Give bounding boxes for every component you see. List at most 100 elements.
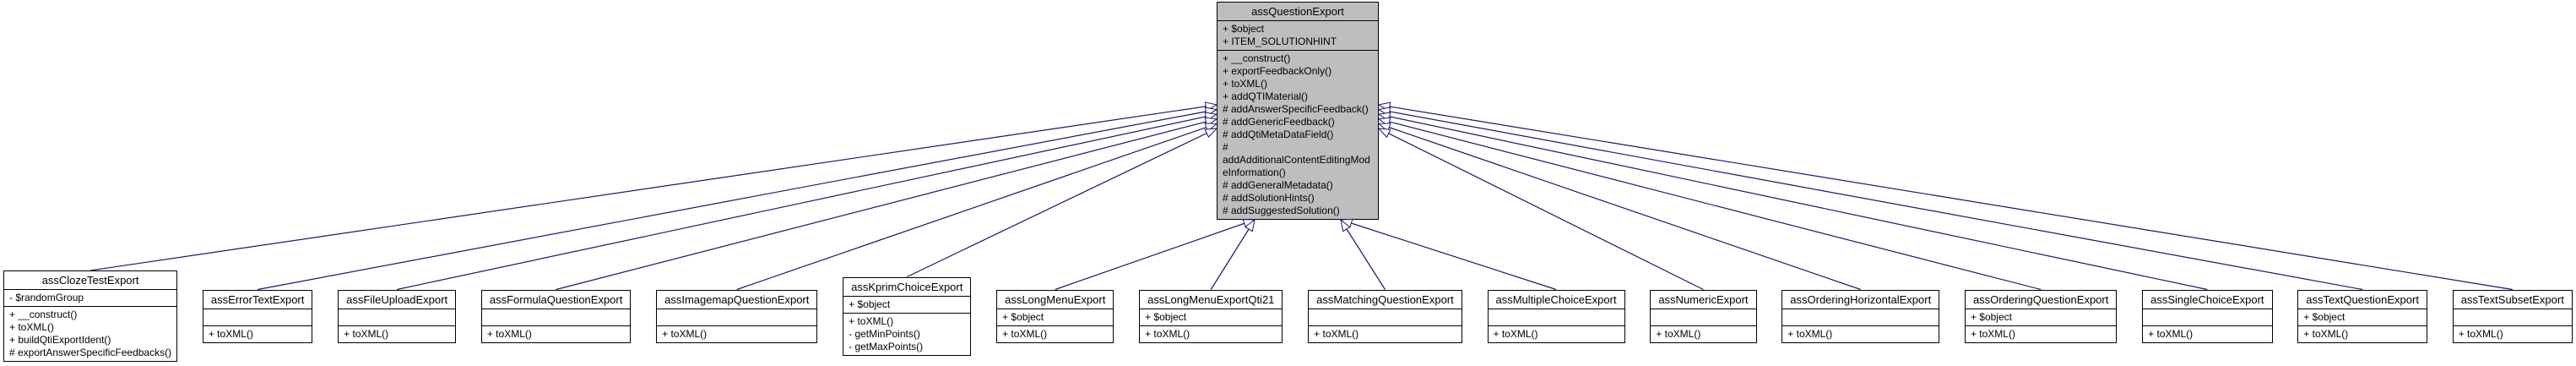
subclass-box-assKprimChoiceExport[interactable]: assKprimChoiceExport + $object + toXML()… (843, 276, 972, 356)
subclass-box-assMultipleChoiceExport[interactable]: assMultipleChoiceExport + toXML() (1487, 289, 1625, 343)
subclass-methods: + toXML()- getMinPoints()- getMaxPoints(… (843, 312, 971, 355)
class-method: + toXML() (1145, 327, 1190, 340)
subclass-attributes: + $object (1140, 308, 1283, 325)
subclass-methods: + toXML() (2453, 325, 2572, 342)
inheritance-edge (556, 117, 1218, 291)
subclass-title[interactable]: assMatchingQuestionExport (1316, 292, 1454, 306)
class-method: + toXML() (849, 314, 894, 327)
class-method: + addQTIMaterial() (1223, 90, 1309, 102)
subclass-row: assClozeTestExport - $randomGroup + __co… (3, 270, 2573, 362)
subclass-box-assOrderingHorizontalExport[interactable]: assOrderingHorizontalExport + toXML() (1782, 289, 1940, 343)
subclass-attributes (2143, 308, 2272, 325)
inheritance-edge (1377, 128, 1704, 291)
subclass-box-assFileUploadExport[interactable]: assFileUploadExport + toXML() (338, 289, 457, 343)
class-attribute: + $object (1223, 23, 1265, 35)
class-method: + toXML() (208, 327, 253, 340)
subclass-title[interactable]: assLongMenuExportQti21 (1147, 292, 1275, 306)
class-attribute: + $object (1970, 310, 2012, 323)
subclass-box-assTextSubsetExport[interactable]: assTextSubsetExport + toXML() (2452, 289, 2573, 343)
inheritance-edge (258, 107, 1218, 291)
subclass-title[interactable]: assFormulaQuestionExport (489, 292, 623, 306)
class-method: # addSolutionHints() (1223, 192, 1315, 204)
class-attribute: - $randomGroup (9, 292, 84, 303)
subclass-methods: + toXML() (1965, 325, 2117, 342)
base-class-attributes: + $object+ ITEM_SOLUTIONHINT (1217, 20, 1378, 50)
inheritance-edge (1377, 101, 2513, 291)
class-method: + buildQtiExportIdent() (9, 334, 111, 346)
subclass-methods: + toXML() (657, 325, 817, 342)
subclass-attributes (203, 308, 312, 325)
subclass-title[interactable]: assImagemapQuestionExport (664, 292, 810, 306)
subclass-title[interactable]: assKprimChoiceExport (851, 280, 963, 293)
inheritance-edge (1377, 123, 1861, 291)
subclass-box-assOrderingQuestionExport[interactable]: assOrderingQuestionExport + $object + to… (1964, 289, 2118, 343)
subclass-methods: + toXML() (997, 325, 1114, 342)
base-class-box: assQuestionExport + $object+ ITEM_SOLUTI… (1217, 2, 1379, 220)
class-method: + toXML() (1787, 327, 1833, 340)
subclass-title[interactable]: assTextSubsetExport (2460, 292, 2564, 306)
subclass-box-assTextQuestionExport[interactable]: assTextQuestionExport + $object + toXML(… (2297, 289, 2427, 343)
class-method: + toXML() (1314, 327, 1359, 340)
subclass-methods: + toXML() (2298, 325, 2427, 342)
class-method: + toXML() (1002, 327, 1048, 340)
subclass-box-assFormulaQuestionExport[interactable]: assFormulaQuestionExport + toXML() (480, 289, 632, 343)
subclass-title[interactable]: assOrderingQuestionExport (1972, 292, 2109, 306)
class-method: + toXML() (1970, 327, 2015, 340)
subclass-attributes: + $object (843, 295, 971, 313)
subclass-attributes (1488, 308, 1624, 325)
class-method: + toXML() (1493, 327, 1538, 340)
class-method: + toXML() (662, 327, 708, 340)
class-attribute: + ITEM_SOLUTIONHINT (1223, 36, 1337, 47)
class-attribute: + $object (849, 298, 891, 310)
class-attribute: + $object (1002, 310, 1044, 323)
subclass-attributes (481, 308, 631, 325)
subclass-box-assNumericExport[interactable]: assNumericExport + toXML() (1650, 289, 1757, 343)
inheritance-edge (906, 128, 1218, 278)
class-method: + __construct() (9, 309, 78, 320)
subclass-methods: + toXML() (2143, 325, 2272, 342)
subclass-title[interactable]: assSingleChoiceExport (2150, 292, 2264, 306)
subclass-attributes: - $randomGroup (4, 289, 177, 306)
class-method: - getMinPoints() (849, 327, 920, 340)
subclass-methods: + toXML() (1651, 325, 1756, 342)
subclass-title[interactable]: assNumericExport (1658, 292, 1749, 306)
class-method: + exportFeedbackOnly() (1223, 65, 1332, 77)
subclass-title[interactable]: assLongMenuExport (1005, 292, 1106, 306)
class-method: # exportAnswerSpecificFeedbacks() (9, 347, 172, 358)
subclass-box-assClozeTestExport[interactable]: assClozeTestExport - $randomGroup + __co… (3, 270, 178, 362)
subclass-attributes: + $object (997, 308, 1114, 325)
class-method: + toXML() (2303, 327, 2349, 340)
inheritance-edge (736, 123, 1218, 291)
class-method: # addQtiMetaDataField() (1223, 128, 1334, 140)
subclass-box-assImagemapQuestionExport[interactable]: assImagemapQuestionExport + toXML() (656, 289, 818, 343)
subclass-methods: + __construct()+ toXML()+ buildQtiExport… (4, 306, 177, 361)
subclass-box-assMatchingQuestionExport[interactable]: assMatchingQuestionExport + toXML() (1308, 289, 1462, 343)
subclass-box-assErrorTextExport[interactable]: assErrorTextExport + toXML() (202, 289, 313, 343)
subclass-title[interactable]: assFileUploadExport (346, 292, 448, 306)
inheritance-edge (1377, 112, 2208, 291)
subclass-title[interactable]: assClozeTestExport (41, 274, 139, 287)
class-method: + toXML() (1223, 78, 1268, 90)
class-method: # addSuggestedSolution() (1223, 205, 1340, 216)
subclass-attributes (1651, 308, 1756, 325)
subclass-box-assLongMenuExport[interactable]: assLongMenuExport + $object + toXML() (996, 289, 1114, 343)
subclass-attributes (1782, 308, 1939, 325)
subclass-box-assSingleChoiceExport[interactable]: assSingleChoiceExport + toXML() (2142, 289, 2273, 343)
class-method: # addGeneralMetadata() (1223, 179, 1333, 191)
subclass-box-assLongMenuExportQti21[interactable]: assLongMenuExportQti21 + $object + toXML… (1139, 289, 1283, 343)
subclass-title[interactable]: assMultipleChoiceExport (1495, 292, 1617, 306)
subclass-attributes: + $object (2298, 308, 2427, 325)
base-class-title: assQuestionExport (1251, 5, 1344, 18)
class-method: # addGenericFeedback() (1223, 116, 1335, 128)
subclass-title[interactable]: assTextQuestionExport (2306, 292, 2419, 306)
subclass-methods: + toXML() (481, 325, 631, 342)
subclass-title[interactable]: assErrorTextExport (210, 292, 305, 306)
subclass-methods: + toXML() (203, 325, 312, 342)
inheritance-edge (396, 112, 1218, 291)
subclass-title[interactable]: assOrderingHorizontalExport (1790, 292, 1932, 306)
subclass-attributes (339, 308, 456, 325)
subclass-methods: + toXML() (1309, 325, 1462, 342)
class-method: + toXML() (2458, 327, 2503, 340)
subclass-methods: + toXML() (1488, 325, 1624, 342)
